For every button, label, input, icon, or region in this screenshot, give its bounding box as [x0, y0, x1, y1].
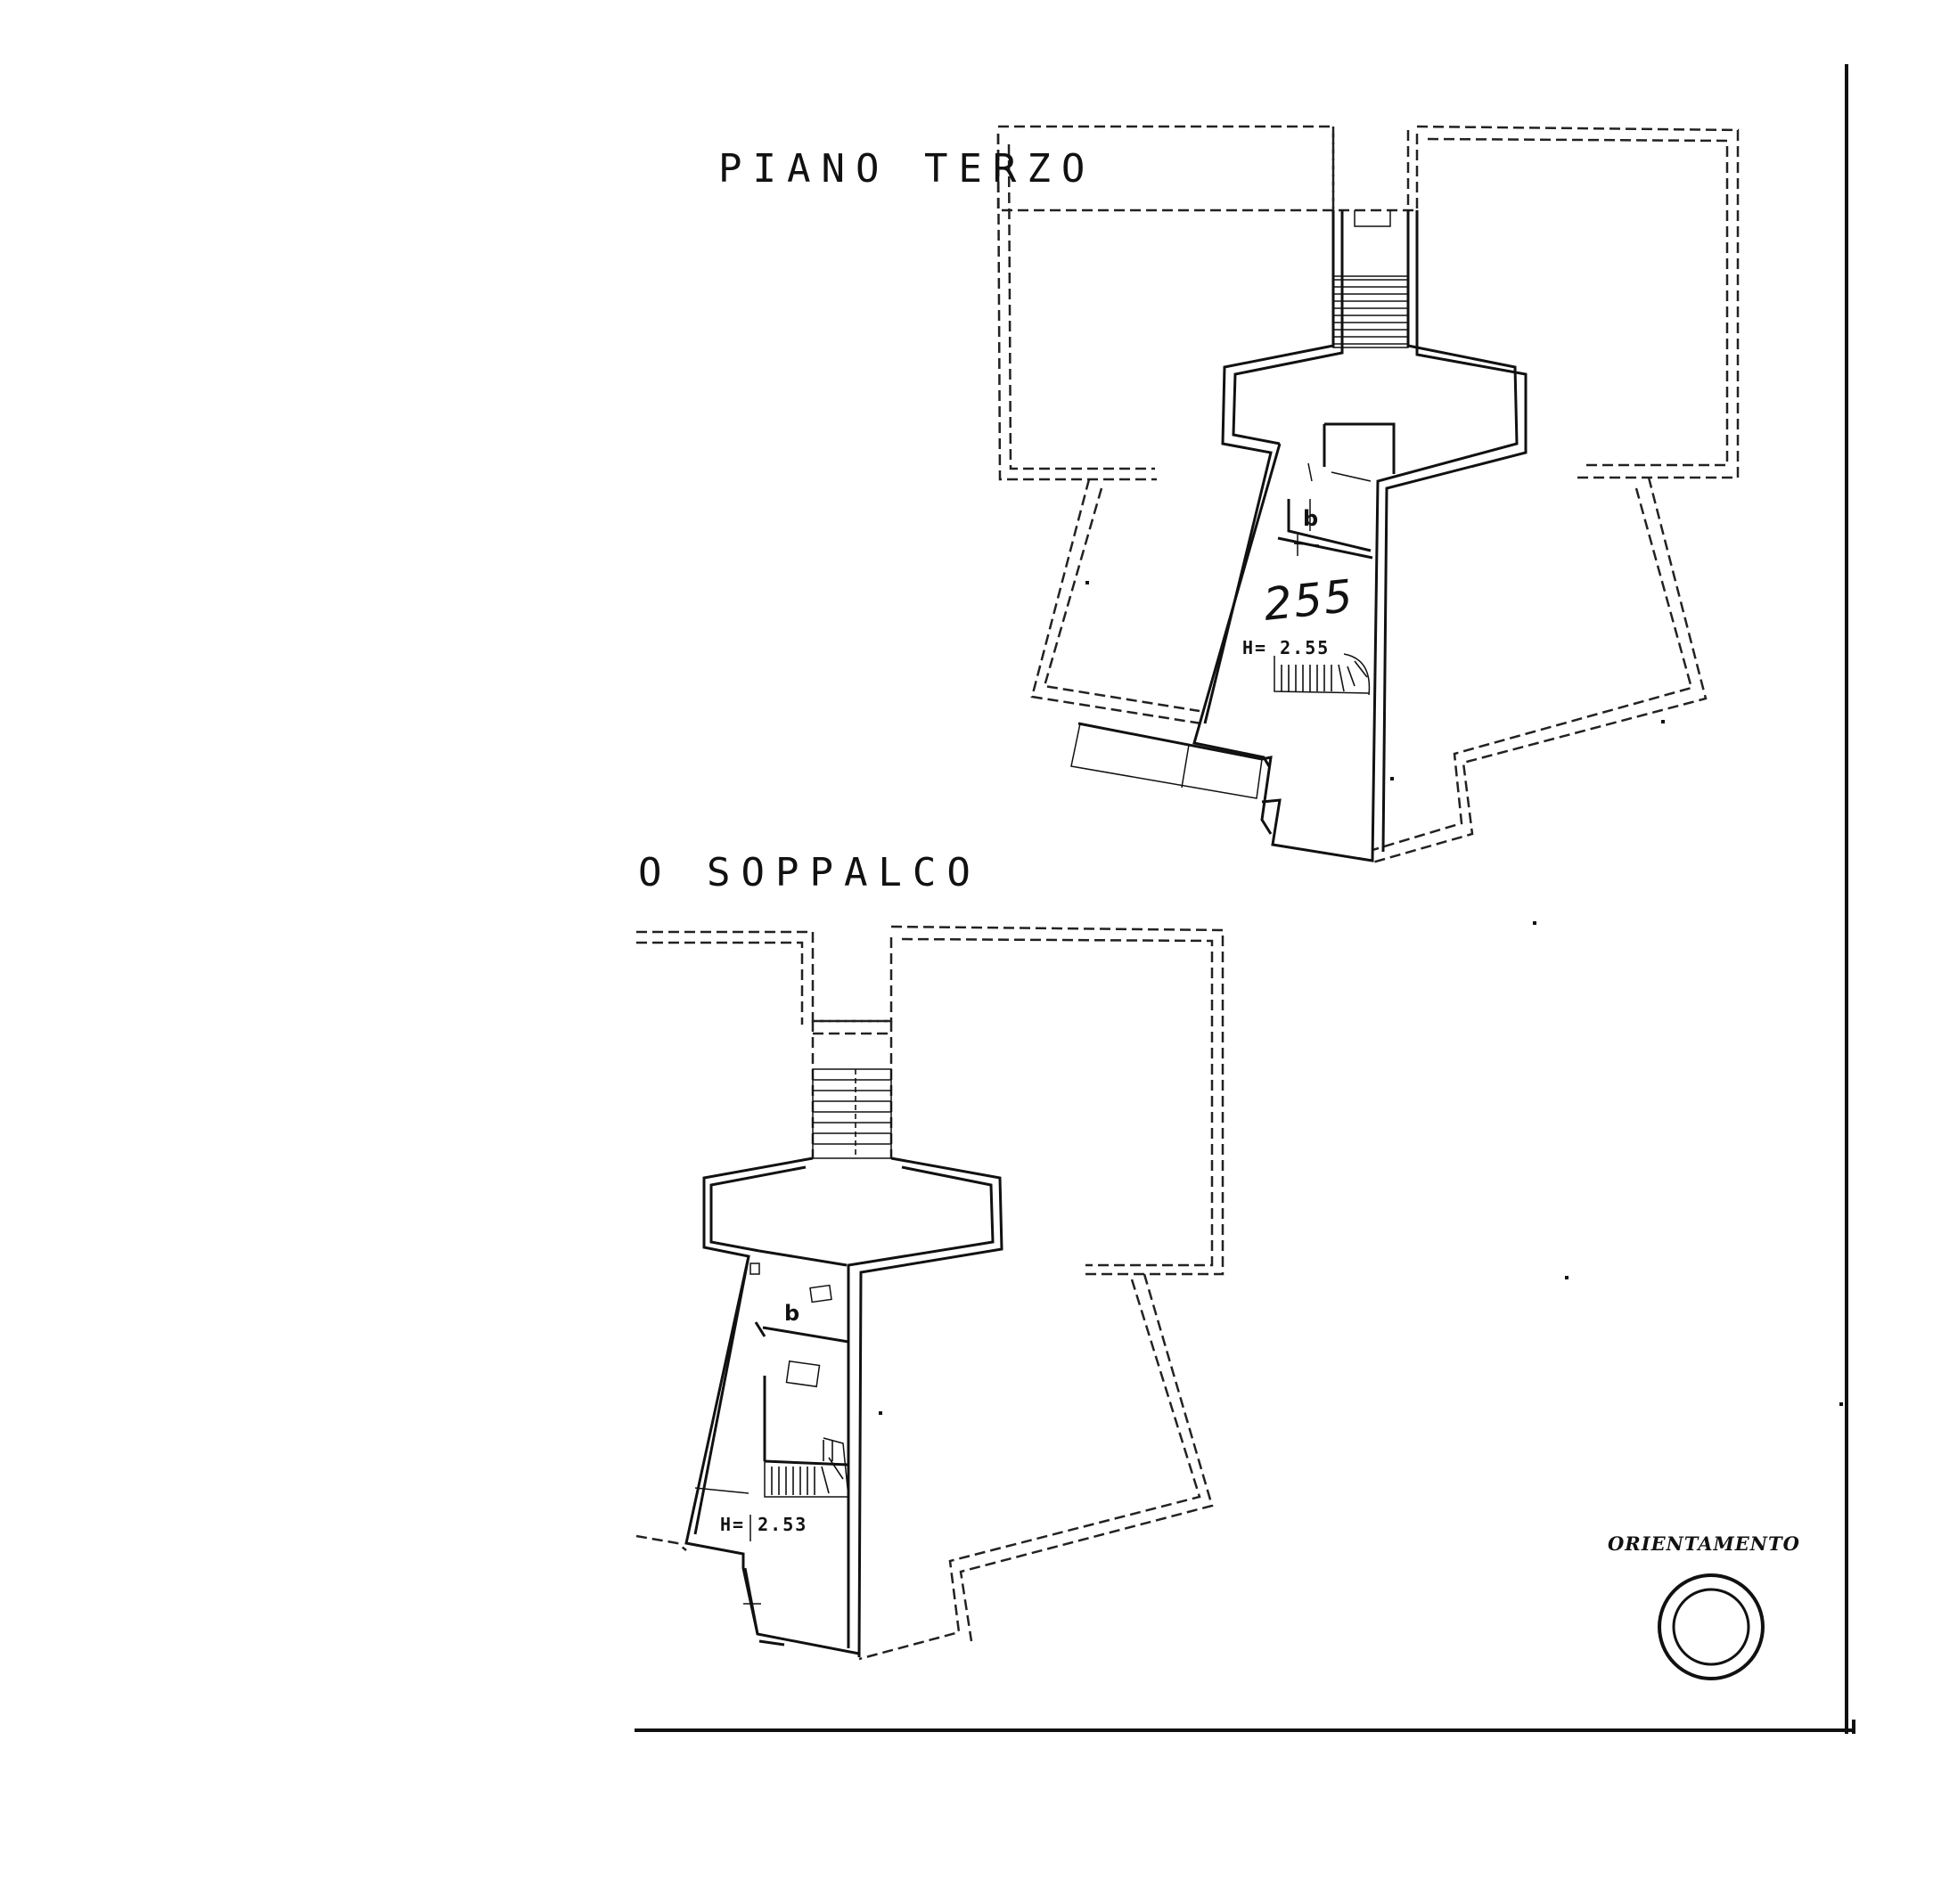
sheet-frame [635, 64, 1855, 1734]
upper-height-label: H= 2.55 [1242, 637, 1330, 658]
lower-floor-title: O SOPPALCO [638, 850, 981, 895]
lower-height-label: H= 2.53 [720, 1514, 807, 1535]
upper-floor-title: PIANO TERZO [718, 146, 1095, 192]
lower-room-label: b [784, 1301, 799, 1326]
lower-floor-plan [635, 921, 1843, 1661]
compass-icon [1658, 1573, 1765, 1680]
upper-room-label: b [1303, 506, 1318, 531]
unit-area-number: 255 [1261, 570, 1356, 631]
upper-floor-plan [996, 125, 1740, 864]
orientation-label: ORIENTAMENTO [1608, 1532, 1800, 1555]
